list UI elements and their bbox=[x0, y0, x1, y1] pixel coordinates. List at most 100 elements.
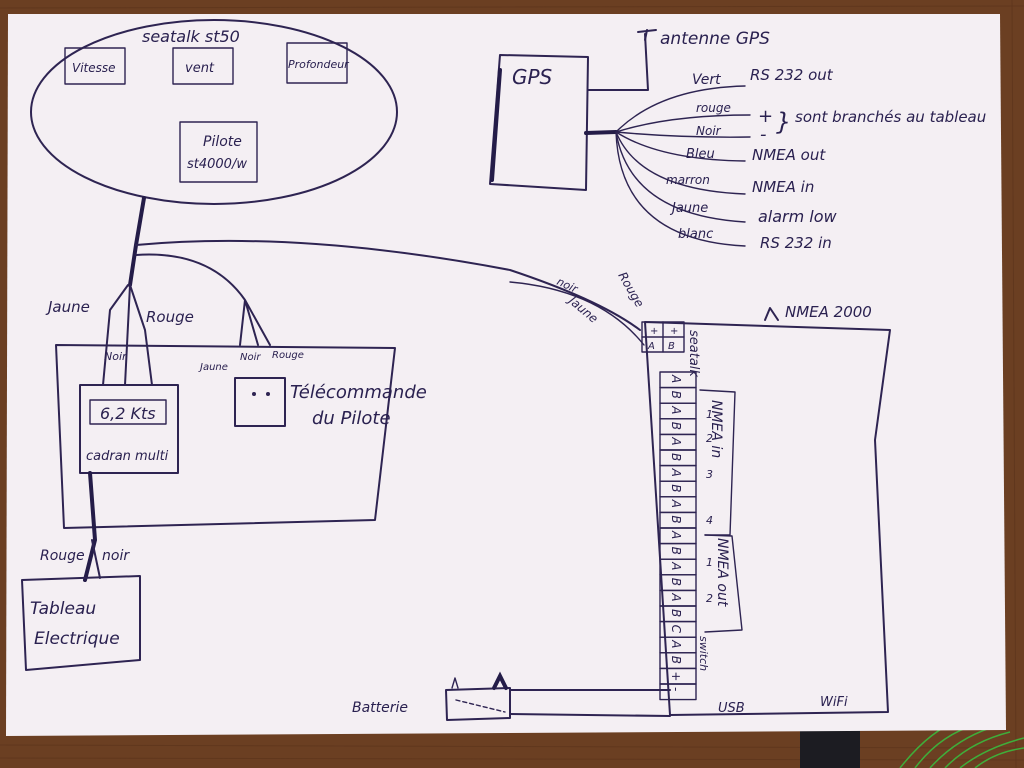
nmea-in-2: 2 bbox=[706, 432, 713, 445]
seatalk-cable-to-mux bbox=[135, 239, 641, 331]
multi-display-label: cadran multi bbox=[86, 449, 169, 464]
gps-wire-marron bbox=[615, 131, 746, 195]
remote-wire-rouge: Rouge bbox=[272, 350, 304, 361]
label-power-noir: noir bbox=[102, 548, 130, 564]
terminal-label: A bbox=[669, 436, 683, 445]
vent-box bbox=[172, 47, 234, 85]
remote-wire-noir: Noir bbox=[240, 352, 261, 363]
seatalk-term-a: A bbox=[647, 341, 655, 352]
power-cable bbox=[83, 471, 98, 582]
multiplexer-outline bbox=[644, 321, 891, 716]
gps-color-marron: marron bbox=[666, 173, 710, 187]
terminal-label: - bbox=[669, 687, 683, 691]
gps-unit: GPS antenne GPS bbox=[489, 29, 770, 191]
wire-rouge bbox=[129, 284, 153, 386]
terminal-label: B bbox=[669, 609, 683, 617]
gps-wire-jaune bbox=[615, 131, 746, 223]
remote-wire-jaune: Jaune bbox=[198, 362, 228, 373]
battery-label: Batterie bbox=[352, 700, 408, 716]
seatalk-group: seatalk st50 Vitesse vent Profondeur Pil… bbox=[30, 19, 398, 205]
seatalk-mux-label: seatalk bbox=[686, 330, 701, 377]
gps-func-rs232out: RS 232 out bbox=[750, 66, 834, 84]
nmea-out-1: 1 bbox=[706, 556, 713, 569]
terminal-label: B bbox=[669, 422, 683, 430]
multi-display-box bbox=[79, 384, 179, 474]
gps-wires bbox=[615, 85, 751, 247]
switch-label: switch bbox=[697, 636, 710, 671]
gps-wire-bleu bbox=[615, 131, 746, 162]
terminal-label: B bbox=[669, 453, 683, 461]
pilot-box bbox=[179, 121, 258, 183]
electrical-label-2: Electrique bbox=[34, 629, 120, 649]
battery: Batterie bbox=[352, 671, 671, 721]
vitesse-box bbox=[64, 47, 126, 85]
electrical-panel: Tableau Electrique bbox=[21, 575, 141, 671]
pilot-label: Pilote bbox=[203, 134, 242, 150]
nmea-out-2: 2 bbox=[706, 592, 713, 605]
vent-label: vent bbox=[185, 61, 215, 76]
nmea-in-4: 4 bbox=[706, 514, 713, 527]
remote-cable bbox=[135, 253, 271, 346]
battery-terminal-pos bbox=[492, 671, 508, 690]
gps-color-bleu: Bleu bbox=[686, 147, 715, 162]
terminal-label: B bbox=[669, 484, 683, 492]
antenna-icon bbox=[637, 29, 657, 41]
gps-color-noir: Noir bbox=[696, 124, 722, 138]
label-power-rouge: Rouge bbox=[40, 548, 85, 564]
vitesse-label: Vitesse bbox=[72, 61, 116, 75]
seatalk-term-b: B bbox=[668, 341, 675, 352]
label-jaune: Jaune bbox=[45, 298, 90, 316]
instrument-panel: Noir 6,2 Kts cadran multi Jaune Noir Rou… bbox=[55, 344, 427, 529]
terminal-label: B bbox=[669, 578, 683, 586]
profondeur-label: Profondeur bbox=[288, 58, 350, 71]
seatalk-wires-bundle bbox=[509, 281, 645, 346]
battery-divider bbox=[455, 699, 506, 713]
terminal-label: C bbox=[669, 625, 683, 634]
gps-wire-noir bbox=[615, 131, 751, 138]
gps-power-note: sont branchés au tableau bbox=[795, 108, 986, 126]
terminal-label: A bbox=[669, 561, 683, 570]
gps-color-vert: Vert bbox=[692, 72, 721, 88]
gps-wire-blanc bbox=[615, 131, 746, 247]
multi-display-screen bbox=[89, 399, 167, 425]
gps-func-alarmlow: alarm low bbox=[758, 207, 838, 226]
gps-color-jaune: Jaune bbox=[669, 201, 708, 216]
terminal-label: A bbox=[669, 374, 683, 383]
terminal-cell bbox=[659, 683, 697, 701]
gps-func-plus: + bbox=[758, 106, 773, 127]
terminal-label: + bbox=[669, 671, 683, 681]
label-rouge: Rouge bbox=[146, 308, 194, 326]
nmea-in-3: 3 bbox=[706, 468, 713, 481]
gps-edge bbox=[490, 68, 502, 182]
battery-terminal-neg bbox=[451, 677, 459, 689]
seatalk-title: seatalk st50 bbox=[142, 27, 240, 46]
remote-box bbox=[234, 377, 286, 427]
electrical-box bbox=[21, 575, 141, 671]
profondeur-box bbox=[286, 42, 348, 84]
nmea-out-label: NMEA out bbox=[714, 538, 730, 607]
battery-box bbox=[445, 687, 511, 721]
terminal-label: A bbox=[669, 499, 683, 508]
terminal-label: B bbox=[669, 656, 683, 664]
panel-outline bbox=[55, 344, 396, 529]
electrical-label-1: Tableau bbox=[30, 599, 96, 619]
wifi-label: WiFi bbox=[820, 695, 848, 710]
nmea-in-label: NMEA in bbox=[708, 400, 724, 458]
label-noir: Noir bbox=[104, 350, 128, 363]
seatalk-term-plus-1: + bbox=[650, 326, 658, 337]
pilot-model: st4000/w bbox=[187, 157, 247, 172]
remote-button-2 bbox=[266, 392, 270, 396]
antenna-label: antenne GPS bbox=[660, 29, 770, 49]
paper-sheet bbox=[6, 14, 1006, 736]
gps-label: GPS bbox=[512, 65, 553, 89]
gps-color-blanc: blanc bbox=[678, 227, 713, 242]
seatalk-ellipse bbox=[30, 19, 398, 205]
dark-object bbox=[800, 728, 860, 768]
nmea2000-label: NMEA 2000 bbox=[785, 303, 872, 321]
multi-display-value: 6,2 Kts bbox=[100, 404, 156, 423]
terminal-label: B bbox=[669, 391, 683, 399]
gps-color-rouge: rouge bbox=[696, 101, 731, 115]
wire-jaune bbox=[102, 284, 129, 386]
